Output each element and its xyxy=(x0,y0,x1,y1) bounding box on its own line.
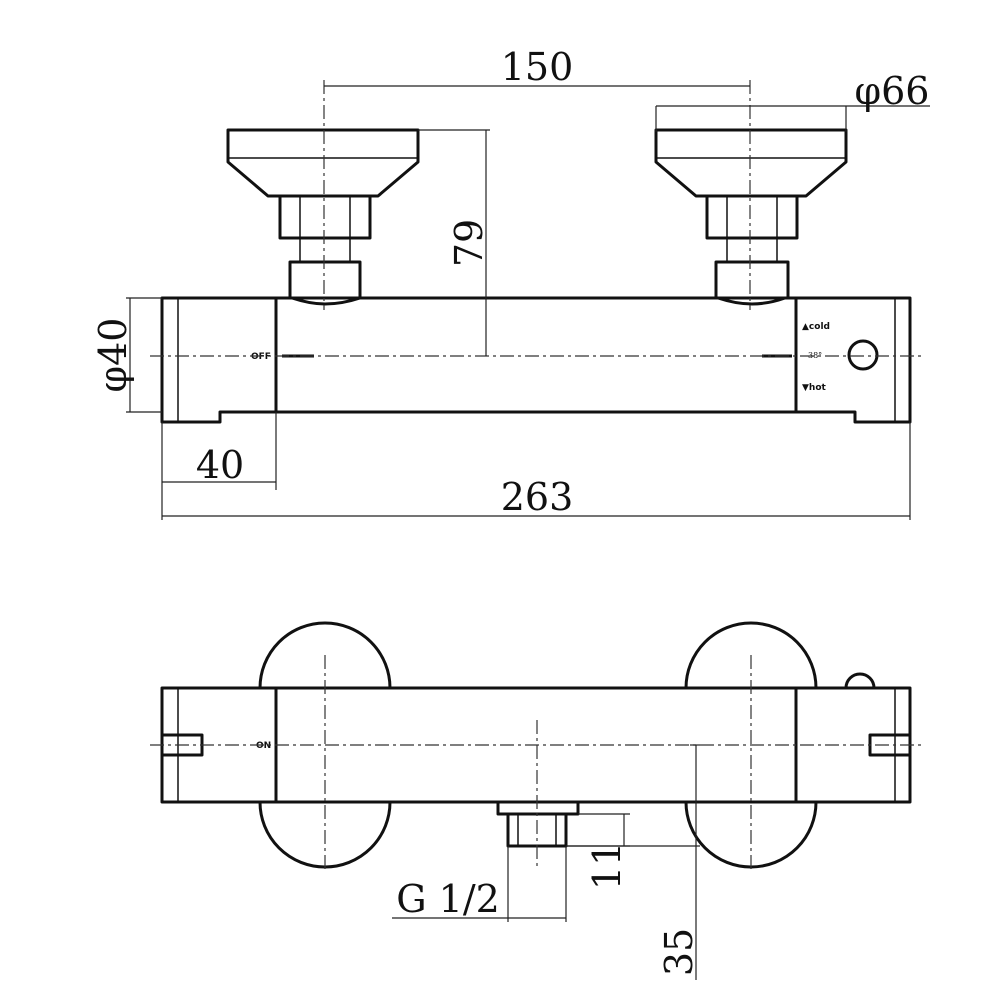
top-safety-button xyxy=(844,672,876,690)
temp-label: 38° xyxy=(808,351,822,360)
left-escutcheon xyxy=(226,128,420,198)
outlet-flange xyxy=(496,800,580,816)
dim-11-text: 11 xyxy=(585,842,629,890)
dim-150-text: 150 xyxy=(501,45,574,89)
left-nut xyxy=(278,194,372,240)
hot-label: ▼hot xyxy=(802,383,827,393)
dim-40dia-text: φ40 xyxy=(91,318,135,393)
cold-label: ▲cold xyxy=(802,322,830,332)
dim-79-text: 79 xyxy=(447,219,491,267)
dim-g12-text: G 1/2 xyxy=(396,877,500,921)
top-view: ON 11 35 G 1/2 xyxy=(150,621,925,980)
right-escutcheon xyxy=(654,128,848,198)
dim-40-text: 40 xyxy=(196,443,244,487)
front-view: OFF ▲cold 38° ▼hot xyxy=(91,45,930,520)
left-stem xyxy=(288,260,362,300)
right-nut xyxy=(705,194,799,240)
dim-35-text: 35 xyxy=(657,928,701,976)
left-disc-top-arc xyxy=(258,621,392,690)
safety-button-circle xyxy=(847,339,879,371)
dim-263-text: 263 xyxy=(501,475,574,519)
right-connector xyxy=(654,128,848,300)
off-label: OFF xyxy=(251,352,271,362)
on-label: ON xyxy=(256,741,271,751)
dim-66-text: φ66 xyxy=(855,69,930,113)
right-disc-top-arc xyxy=(684,621,818,690)
right-stem xyxy=(714,260,790,300)
front-body-outline xyxy=(160,296,912,424)
left-connector xyxy=(226,128,420,300)
